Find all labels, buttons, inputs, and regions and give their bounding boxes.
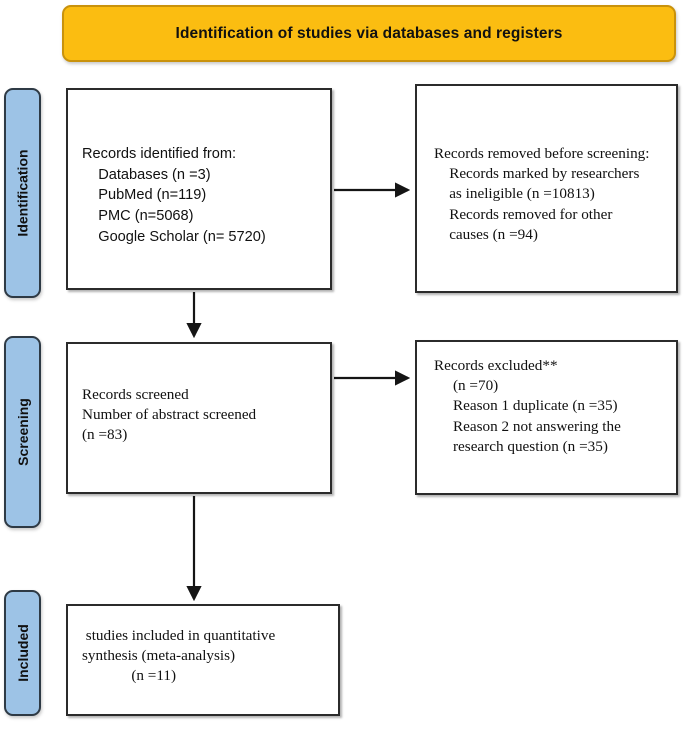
box-studies-included: studies included in quantitative synthes…	[66, 604, 340, 716]
stage-label-identification-text: Identification	[14, 149, 31, 237]
diagram-header-banner: Identification of studies via databases …	[62, 5, 676, 62]
box-records-removed-text: Records removed before screening: Record…	[434, 145, 650, 243]
box-records-excluded-text: Records excluded** (n =70) Reason 1 dupl…	[434, 357, 621, 455]
box-studies-included-text: studies included in quantitative synthes…	[82, 627, 276, 685]
stage-label-identification: Identification	[4, 88, 41, 298]
box-records-identified-text: Records identified from: Databases (n =3…	[82, 146, 266, 245]
box-records-removed: Records removed before screening: Record…	[415, 84, 678, 293]
stage-label-screening: Screening	[4, 336, 41, 528]
box-records-excluded: Records excluded** (n =70) Reason 1 dupl…	[415, 340, 678, 495]
box-records-screened-text: Records screened Number of abstract scre…	[82, 386, 257, 444]
stage-label-included: Included	[4, 590, 41, 716]
box-records-screened: Records screened Number of abstract scre…	[66, 342, 332, 494]
diagram-header-title: Identification of studies via databases …	[175, 24, 563, 42]
stage-label-screening-text: Screening	[14, 398, 31, 466]
box-records-identified: Records identified from: Databases (n =3…	[66, 88, 332, 290]
stage-label-included-text: Included	[14, 624, 31, 682]
